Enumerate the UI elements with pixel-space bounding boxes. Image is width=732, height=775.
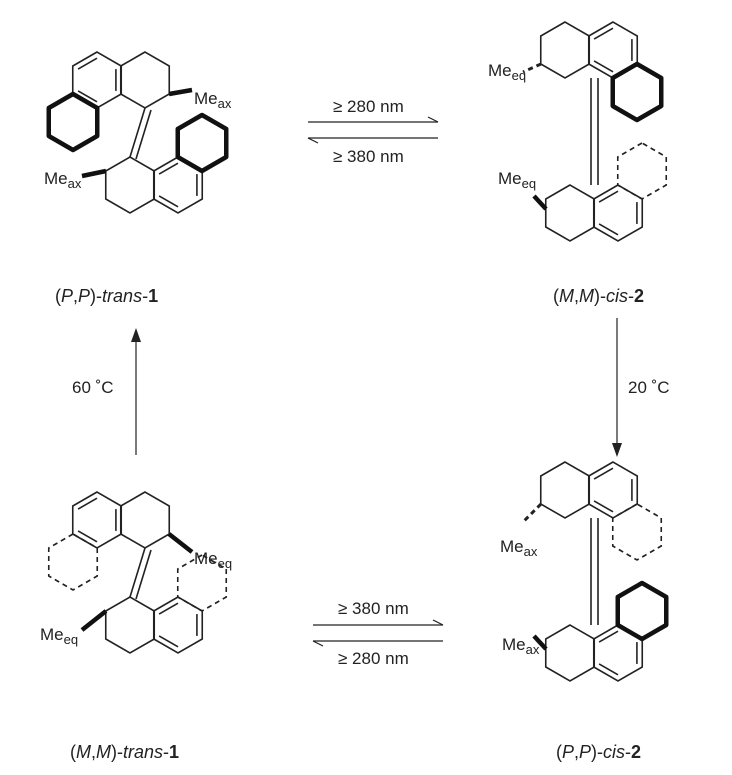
cond-top-forward: ≥ 280 nm (333, 97, 404, 116)
bl-me-lower: Meeq (40, 625, 78, 647)
br-upper-benzo-ring (611, 503, 663, 561)
br-lower-aromatic-ring-inner-double-bond (598, 663, 619, 676)
br-upper-tetrahydro-ring (539, 461, 591, 519)
br-lower-tetrahydro-ring (544, 624, 596, 682)
bl-lower-aromatic-ring-inner-double-bond (158, 635, 179, 648)
tr-upper-benzo-ring (610, 61, 664, 123)
br-upper-aromatic-ring (587, 461, 639, 519)
tl-double-bond-b (135, 109, 152, 160)
methyl-bonds (80, 62, 548, 651)
alkene-bonds (129, 78, 599, 625)
cond-left-thermal: 60 ˚C (72, 378, 114, 397)
cond-right-thermal: 20 ˚C (628, 378, 670, 397)
cond-bottom-forward: ≥ 380 nm (338, 599, 409, 618)
bl-upper-benzo-ring (47, 533, 99, 591)
bl-lower-benzo-ring (176, 554, 228, 612)
tr-upper-tetrahydro-ring (539, 21, 591, 79)
tr-lower-aromatic-ring-inner-double-bond (598, 223, 619, 236)
tl-me-lower: Meax (44, 169, 82, 191)
tl-lower-aromatic-ring-inner-double-bond (158, 162, 179, 175)
label-mm-cis-2: (M,M)-cis-2 (553, 286, 644, 306)
tl-upper-benzo-ring (46, 91, 100, 153)
ring-structures (46, 21, 669, 682)
bl-upper-aromatic-ring (71, 491, 123, 549)
tr-lower-benzo-ring (616, 142, 668, 200)
br-lower-benzo-ring (615, 580, 669, 642)
tl-lower-tetrahydro-ring (104, 156, 156, 214)
bl-double-bond-a (129, 547, 146, 598)
tr-me-lower: Meeq (498, 169, 536, 191)
label-mm-trans-1: (M,M)-trans-1 (70, 742, 179, 762)
tr-me-upper: Meeq (488, 61, 526, 83)
bl-lower-tetrahydro-ring (104, 596, 156, 654)
tl-me-upper: Meax (194, 89, 232, 111)
br-me-lower: Meax (502, 635, 540, 657)
bl-me-upper: Meeq (194, 549, 232, 571)
bl-upper-aromatic-ring-inner-double-bond (77, 530, 98, 543)
tl-double-bond-a (129, 107, 146, 158)
bl-lower-aromatic-ring (152, 596, 204, 654)
tr-upper-aromatic-ring-inner-double-bond (593, 27, 614, 40)
tl-lower-aromatic-ring-inner-double-bond (158, 195, 179, 208)
tl-upper-aromatic-ring-inner-double-bond (77, 57, 98, 70)
cond-bottom-backward: ≥ 280 nm (338, 649, 409, 668)
tl-upper-tetrahydro-ring (119, 51, 171, 109)
bl-lower-aromatic-ring-inner-double-bond (158, 602, 179, 615)
br-upper-aromatic-ring-inner-double-bond (593, 467, 614, 480)
br-upper-aromatic-ring-inner-double-bond (593, 500, 614, 513)
tl-upper-aromatic-ring-inner-double-bond (77, 90, 98, 103)
br-me-upper: Meax (500, 537, 538, 559)
tr-lower-aromatic-ring (592, 184, 644, 242)
tr-lower-aromatic-ring-inner-double-bond (598, 190, 619, 203)
tr-upper-aromatic-ring-inner-double-bond (593, 60, 614, 73)
bl-upper-aromatic-ring-inner-double-bond (77, 497, 98, 510)
label-pp-cis-2: (P,P)-cis-2 (556, 742, 641, 762)
br-lower-aromatic-ring-inner-double-bond (598, 630, 619, 643)
tr-lower-tetrahydro-ring (544, 184, 596, 242)
cond-top-backward: ≥ 380 nm (333, 147, 404, 166)
bl-upper-tetrahydro-ring (119, 491, 171, 549)
label-pp-trans-1: (P,P)-trans-1 (55, 286, 158, 306)
tl-lower-benzo-ring (175, 112, 229, 174)
reaction-arrows (131, 116, 622, 647)
bl-double-bond-b (135, 549, 152, 600)
